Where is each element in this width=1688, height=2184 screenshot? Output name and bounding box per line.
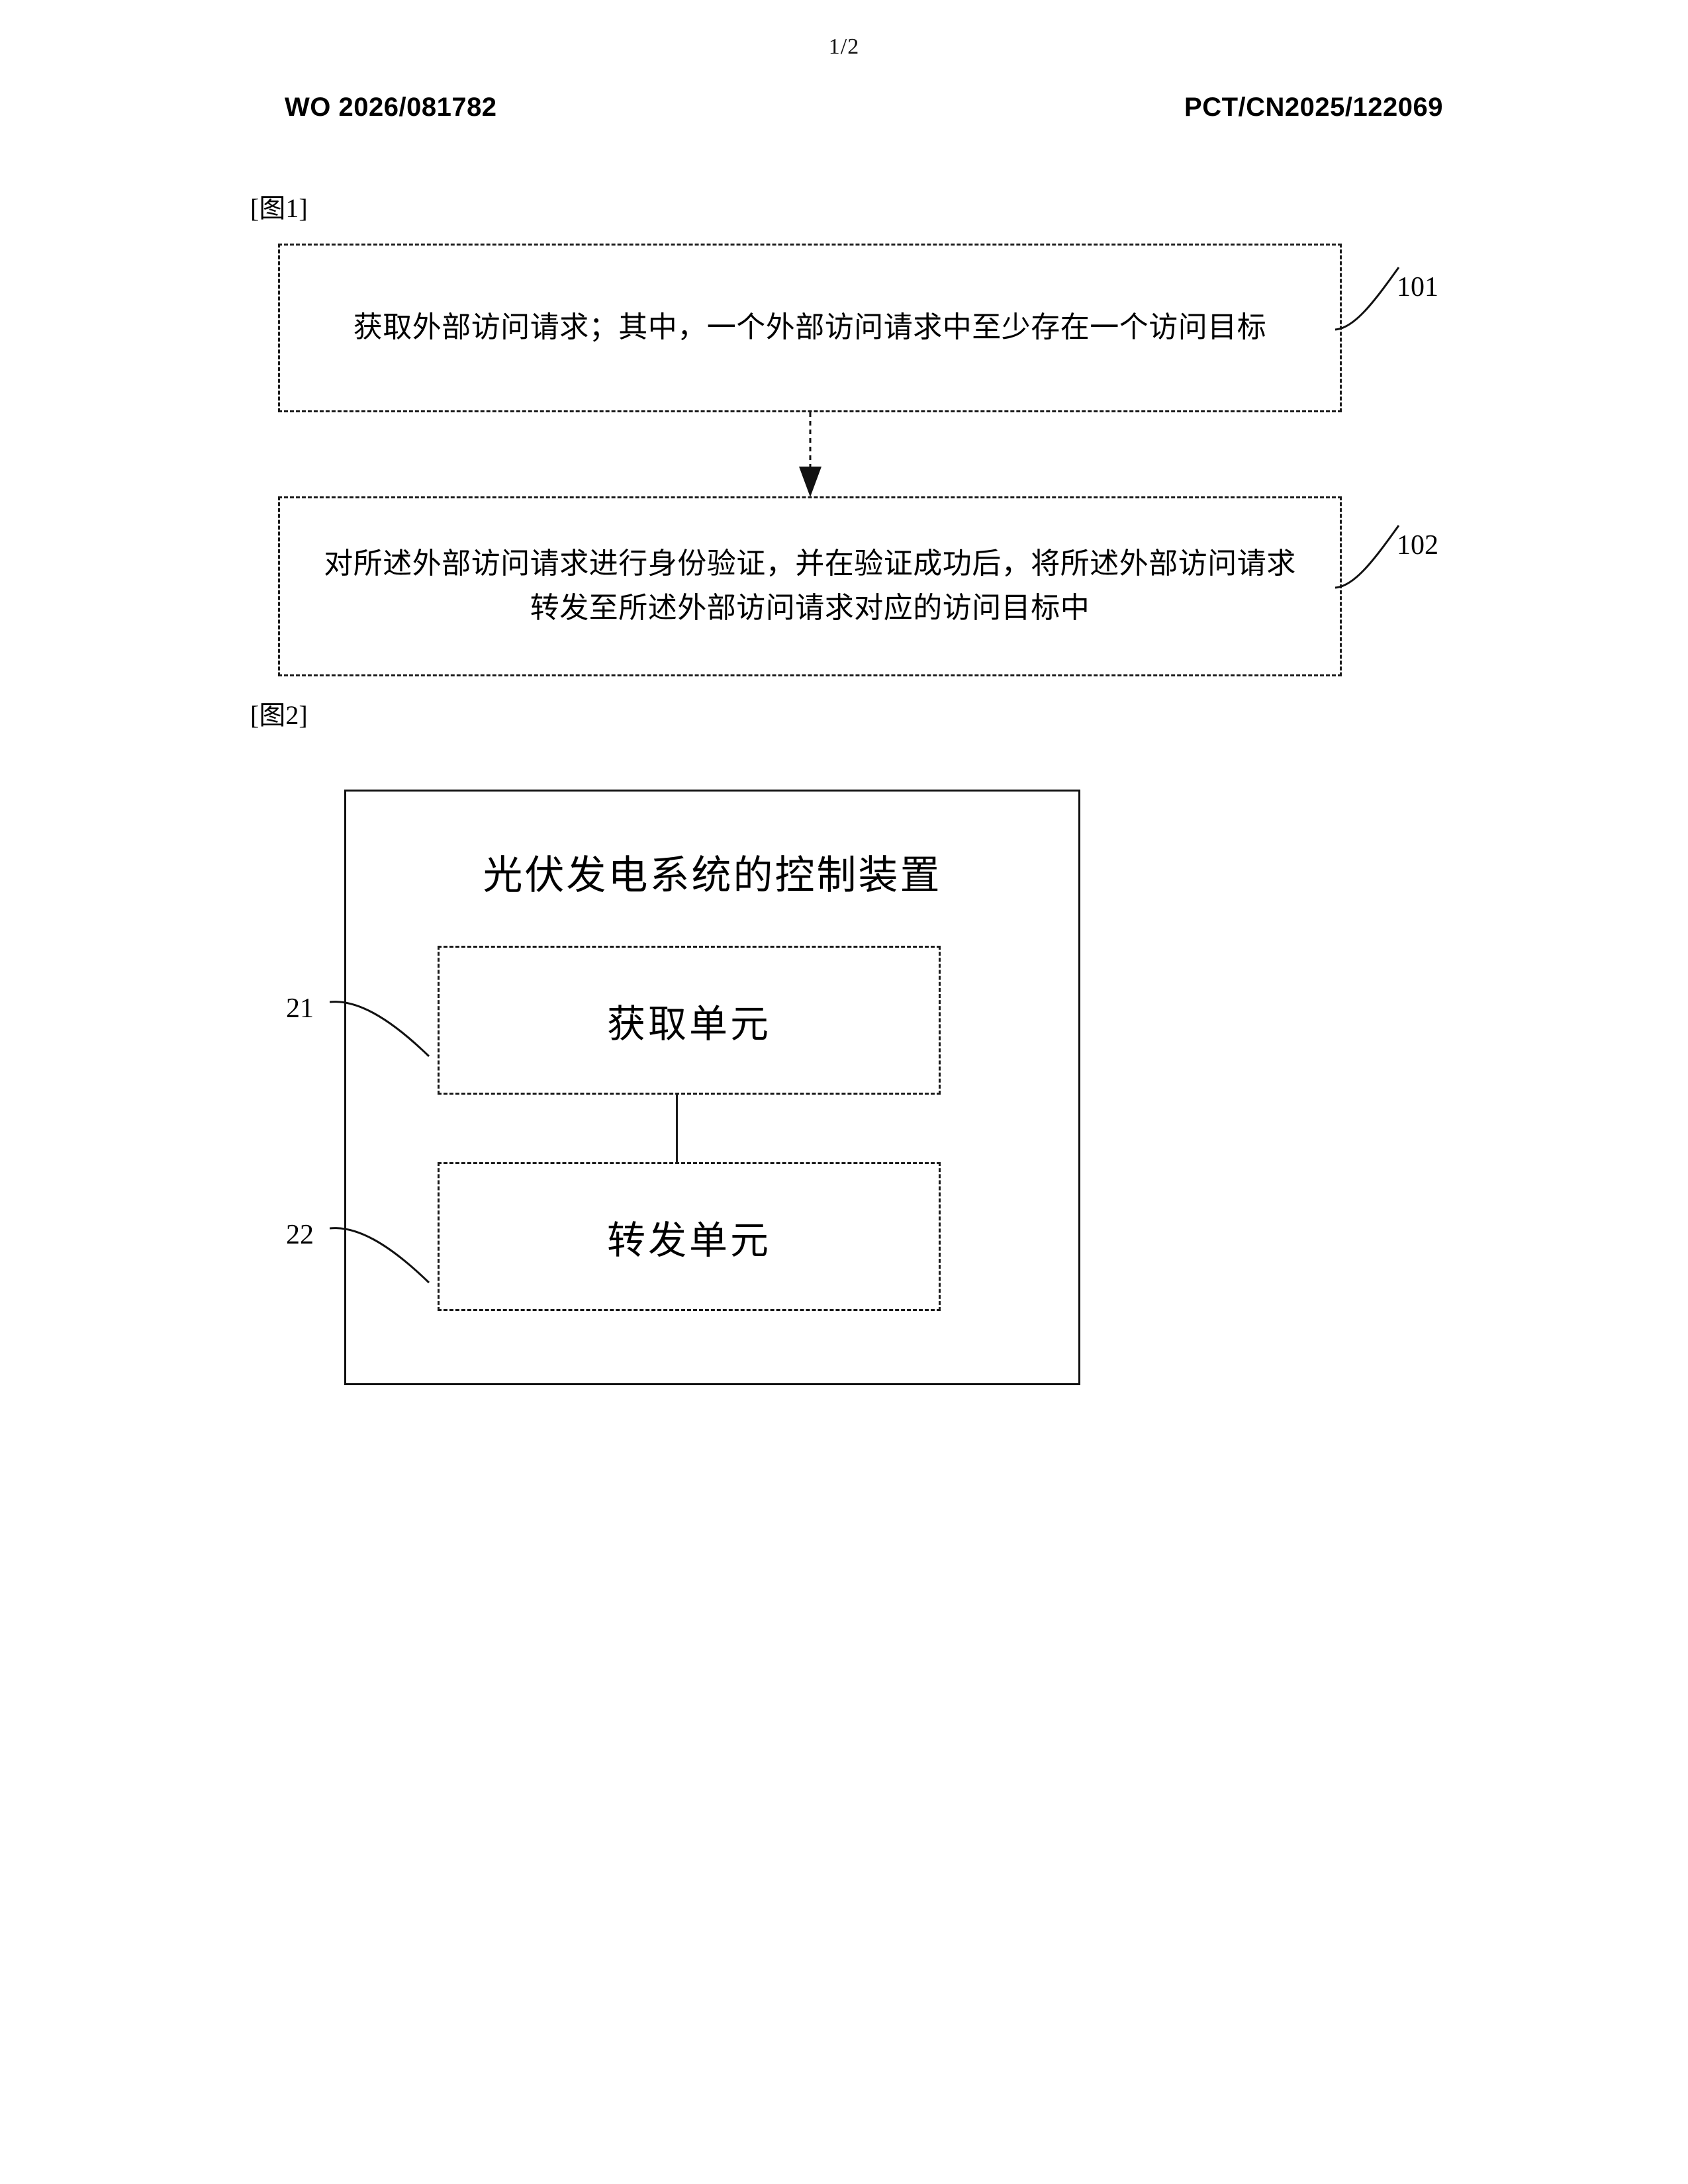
reference-numeral-101: 101 [1397,272,1438,302]
flow-step-102: 对所述外部访问请求进行身份验证，并在验证成功后，将所述外部访问请求转发至所述外部… [278,496,1342,676]
document-header: WO 2026/081782 PCT/CN2025/122069 [285,93,1443,122]
page-number: 1/2 [828,34,860,59]
forwarding-unit-label: 转发单元 [606,1218,771,1262]
figure-2: 光伏发电系统的控制装置 获取单元 转发单元 21 22 [286,790,1080,1385]
publication-number: WO 2026/081782 [285,93,497,122]
unit-connector-line [676,1095,678,1162]
control-device-box: 光伏发电系统的控制装置 获取单元 转发单元 [344,790,1080,1385]
flow-arrow-icon [799,412,821,497]
leader-line-21 [330,1001,430,1058]
figure-1: 获取外部访问请求；其中，一个外部访问请求中至少存在一个访问目标 101 对所述外… [0,0,1688,682]
flow-step-101-text: 获取外部访问请求；其中，一个外部访问请求中至少存在一个访问目标 [353,311,1267,344]
acquisition-unit-label: 获取单元 [606,1002,771,1046]
acquisition-unit-box: 获取单元 [438,946,941,1095]
figure-2-label: [图2] [250,700,308,730]
leader-line-101 [1335,267,1400,331]
control-device-title: 光伏发电系统的控制装置 [483,854,942,897]
application-number: PCT/CN2025/122069 [1184,93,1443,122]
reference-numeral-102: 102 [1397,530,1438,561]
reference-numeral-22: 22 [286,1220,314,1250]
reference-numeral-21: 21 [286,993,314,1024]
flow-step-102-text: 对所述外部访问请求进行身份验证，并在验证成功后，将所述外部访问请求转发至所述外部… [324,547,1296,624]
flow-step-101: 获取外部访问请求；其中，一个外部访问请求中至少存在一个访问目标 [278,244,1342,412]
leader-line-22 [330,1227,430,1284]
figure-1-label: [图1] [250,193,308,223]
forwarding-unit-box: 转发单元 [438,1162,941,1311]
leader-line-102 [1335,525,1400,589]
